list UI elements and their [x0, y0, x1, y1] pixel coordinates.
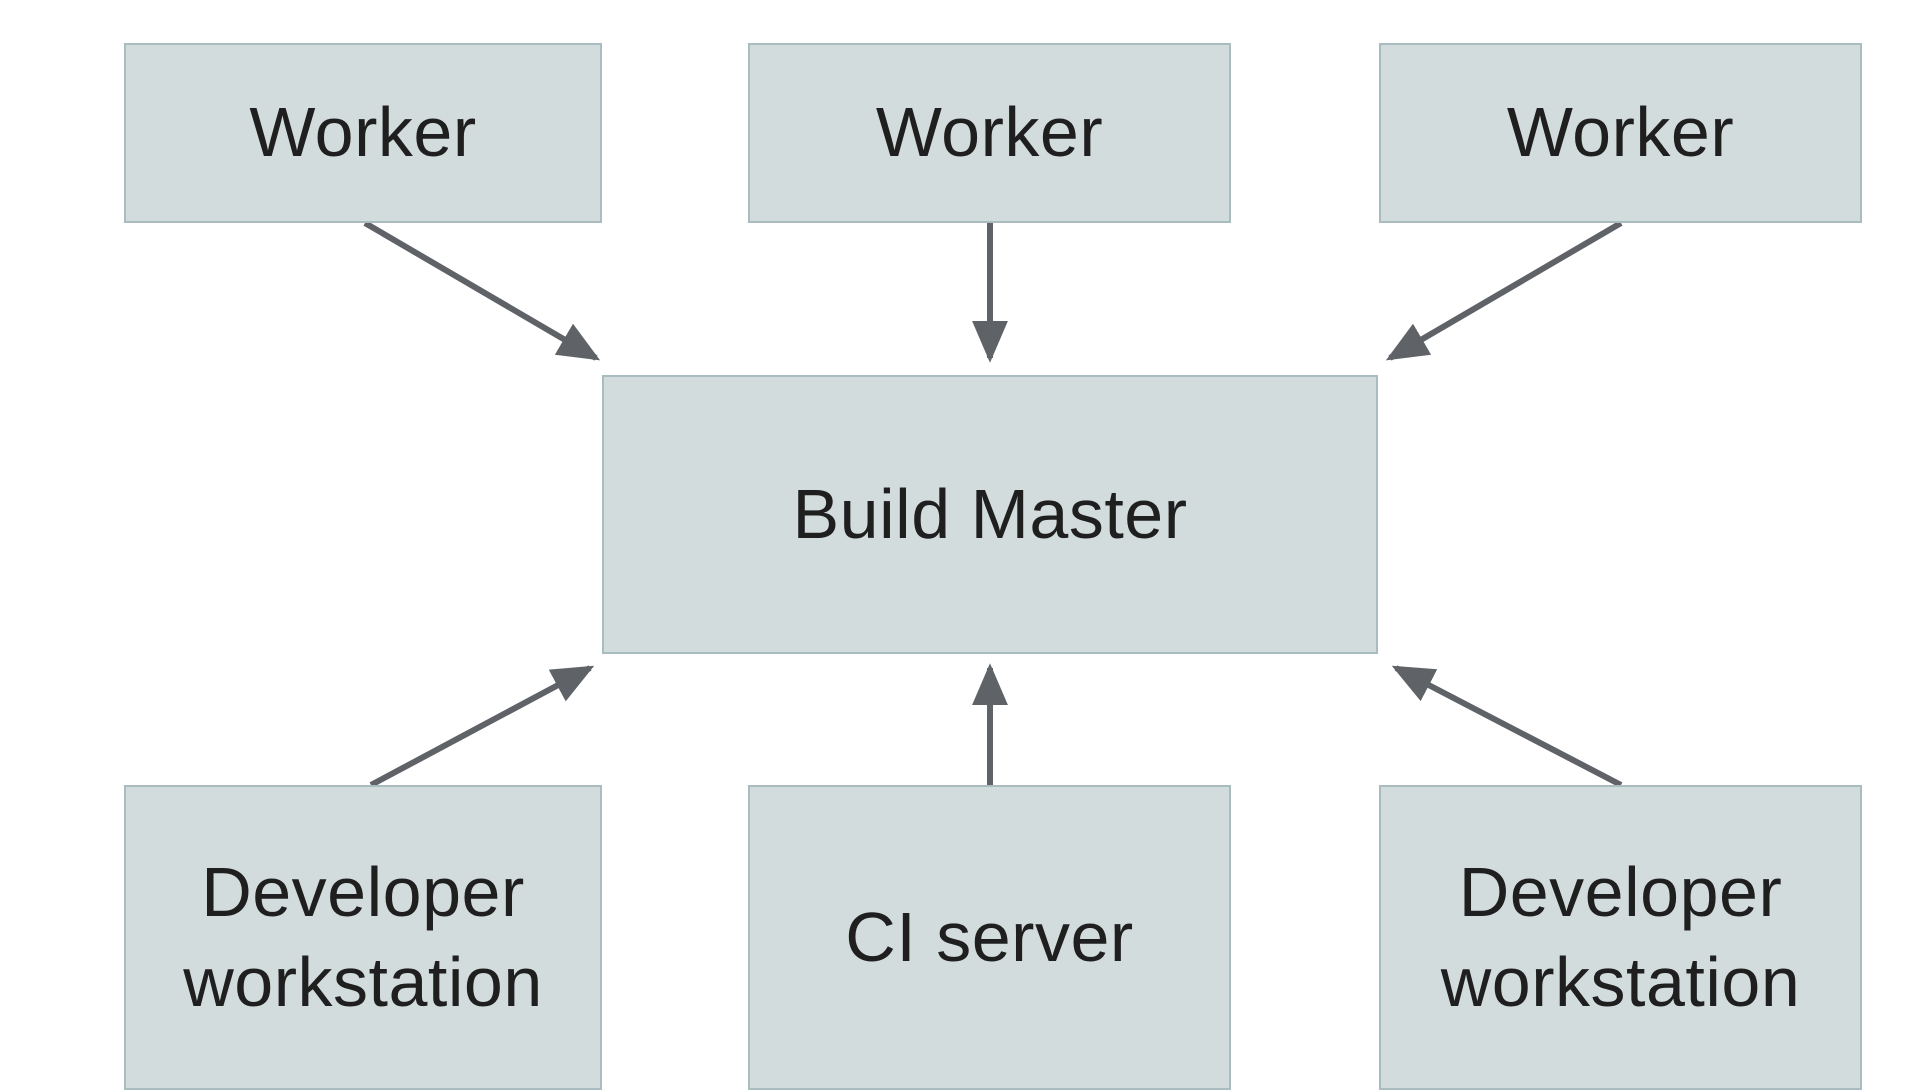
node-developer-workstation-right: Developer workstation: [1379, 785, 1862, 1090]
arrow-worker1-to-build-master: [363, 220, 601, 361]
arrow-dev-right-to-build-master: [1391, 665, 1623, 788]
node-developer-workstation-left-label: Developer workstation: [183, 852, 543, 1021]
node-ci-server-label: CI server: [845, 897, 1134, 976]
node-worker-2-label: Worker: [875, 93, 1104, 172]
node-worker-1: Worker: [124, 43, 602, 223]
node-developer-workstation-left: Developer workstation: [124, 785, 602, 1090]
node-worker-3-label: Worker: [1506, 93, 1735, 172]
node-build-master: Build Master: [602, 375, 1378, 654]
node-worker-3: Worker: [1379, 43, 1862, 223]
node-worker-1-label: Worker: [249, 93, 477, 172]
arrow-worker3-to-build-master: [1385, 220, 1623, 361]
node-build-master-label: Build Master: [792, 474, 1188, 553]
node-worker-2: Worker: [748, 43, 1231, 223]
node-ci-server: CI server: [748, 785, 1231, 1090]
node-developer-workstation-right-label: Developer workstation: [1440, 852, 1801, 1021]
arrow-dev-left-to-build-master: [369, 665, 595, 788]
